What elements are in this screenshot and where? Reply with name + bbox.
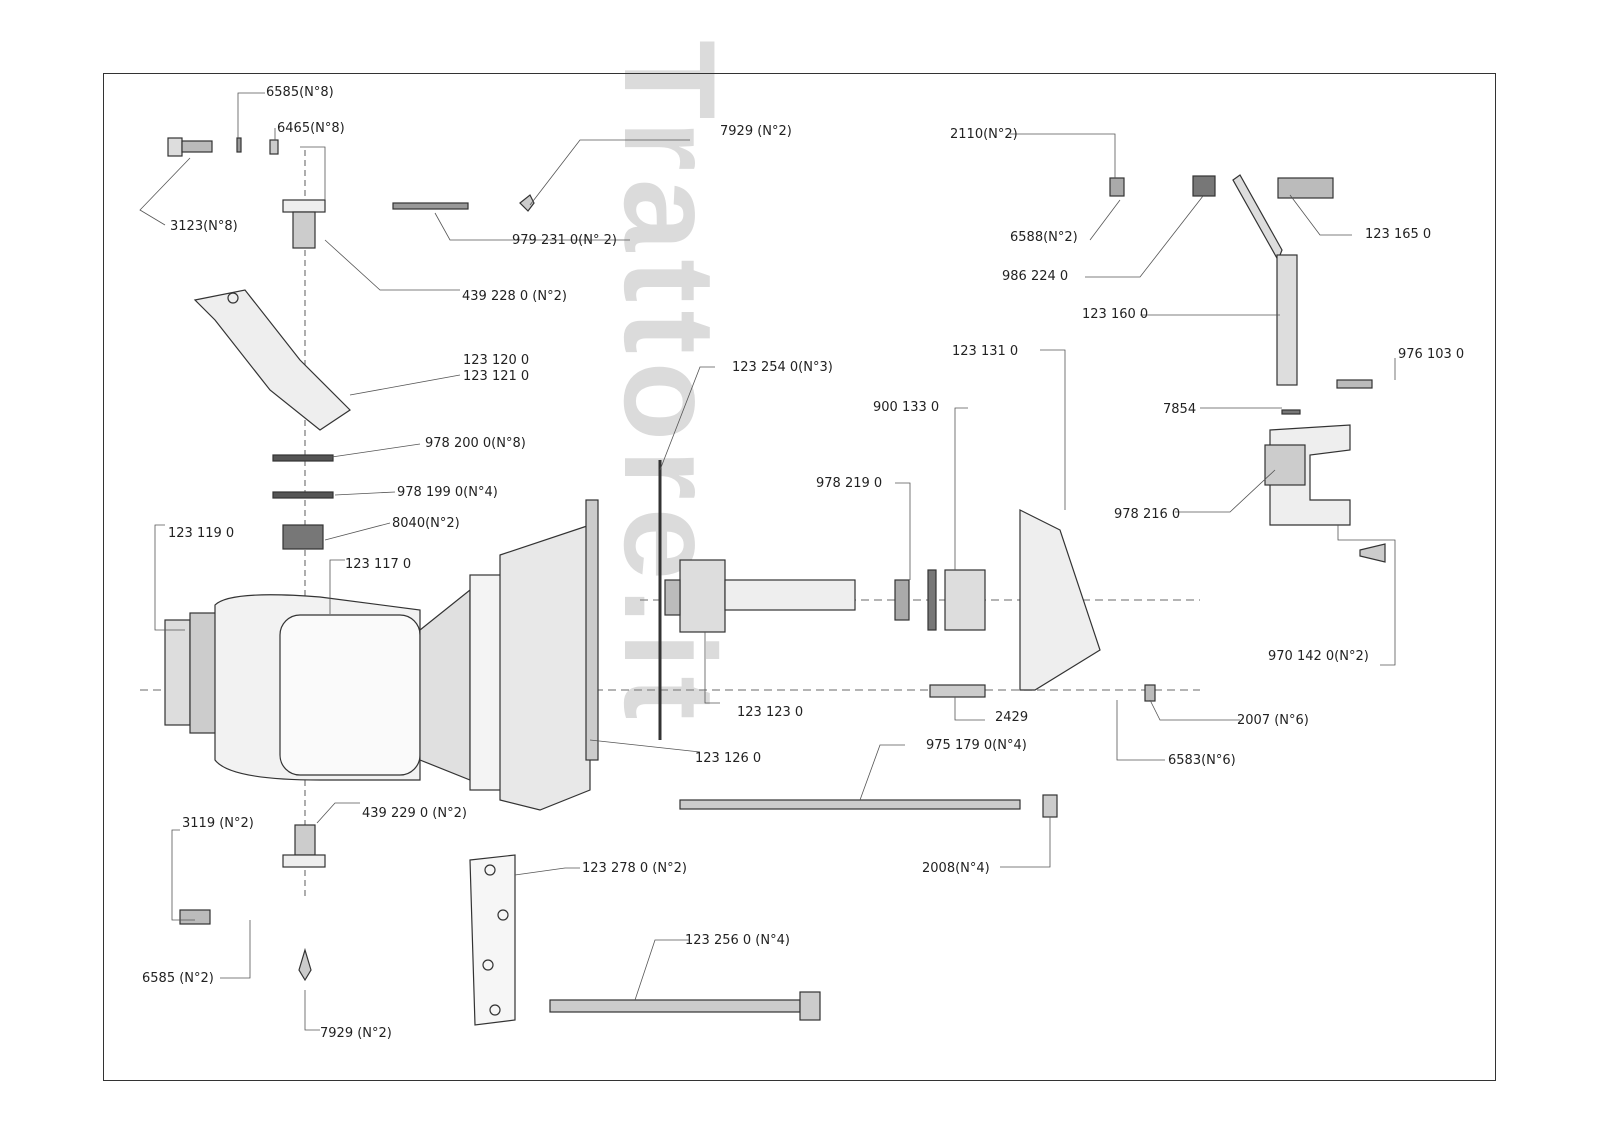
diagram-frame [103, 73, 1496, 1081]
label-123117: 123 117 0 [345, 557, 412, 572]
label-978219: 978 219 0 [816, 476, 883, 491]
label-123120: 123 120 0 [463, 353, 530, 368]
label-6465: 6465(N°8) [277, 121, 345, 136]
label-123254: 123 254 0(N°3) [732, 360, 833, 375]
label-978199: 978 199 0(N°4) [397, 485, 498, 500]
label-123131: 123 131 0 [952, 344, 1019, 359]
label-439228: 439 228 0 (N°2) [462, 289, 567, 304]
label-2110: 2110(N°2) [950, 127, 1018, 142]
label-7854: 7854 [1163, 402, 1197, 417]
label-986224: 986 224 0 [1002, 269, 1069, 284]
label-123121: 123 121 0 [463, 369, 530, 384]
label-8040: 8040(N°2) [392, 516, 460, 531]
label-123256: 123 256 0 (N°4) [685, 933, 790, 948]
label-6588: 6588(N°2) [1010, 230, 1078, 245]
label-123278: 123 278 0 (N°2) [582, 861, 687, 876]
label-3123: 3123(N°8) [170, 219, 238, 234]
label-7929-bottom: 7929 (N°2) [320, 1026, 392, 1041]
label-978200: 978 200 0(N°8) [425, 436, 526, 451]
label-123119: 123 119 0 [168, 526, 235, 541]
label-900133: 900 133 0 [873, 400, 940, 415]
label-976103: 976 103 0 [1398, 347, 1465, 362]
label-2429: 2429 [995, 710, 1029, 725]
label-6585-bottom: 6585 (N°2) [142, 971, 214, 986]
label-2007: 2007 (N°6) [1237, 713, 1309, 728]
label-123123: 123 123 0 [737, 705, 804, 720]
label-123126: 123 126 0 [695, 751, 762, 766]
label-6585-top: 6585(N°8) [266, 85, 334, 100]
label-975179: 975 179 0(N°4) [926, 738, 1027, 753]
label-970142: 970 142 0(N°2) [1268, 649, 1369, 664]
bolt-3123 [167, 137, 213, 157]
label-6583: 6583(N°6) [1168, 753, 1236, 768]
label-979231: 979 231 0(N° 2) [512, 233, 617, 248]
label-2008: 2008(N°4) [922, 861, 990, 876]
label-123165: 123 165 0 [1365, 227, 1432, 242]
label-7929-top: 7929 (N°2) [720, 124, 792, 139]
label-439229: 439 229 0 (N°2) [362, 806, 467, 821]
label-3119: 3119 (N°2) [182, 816, 254, 831]
label-978216: 978 216 0 [1114, 507, 1181, 522]
label-123160: 123 160 0 [1082, 307, 1149, 322]
